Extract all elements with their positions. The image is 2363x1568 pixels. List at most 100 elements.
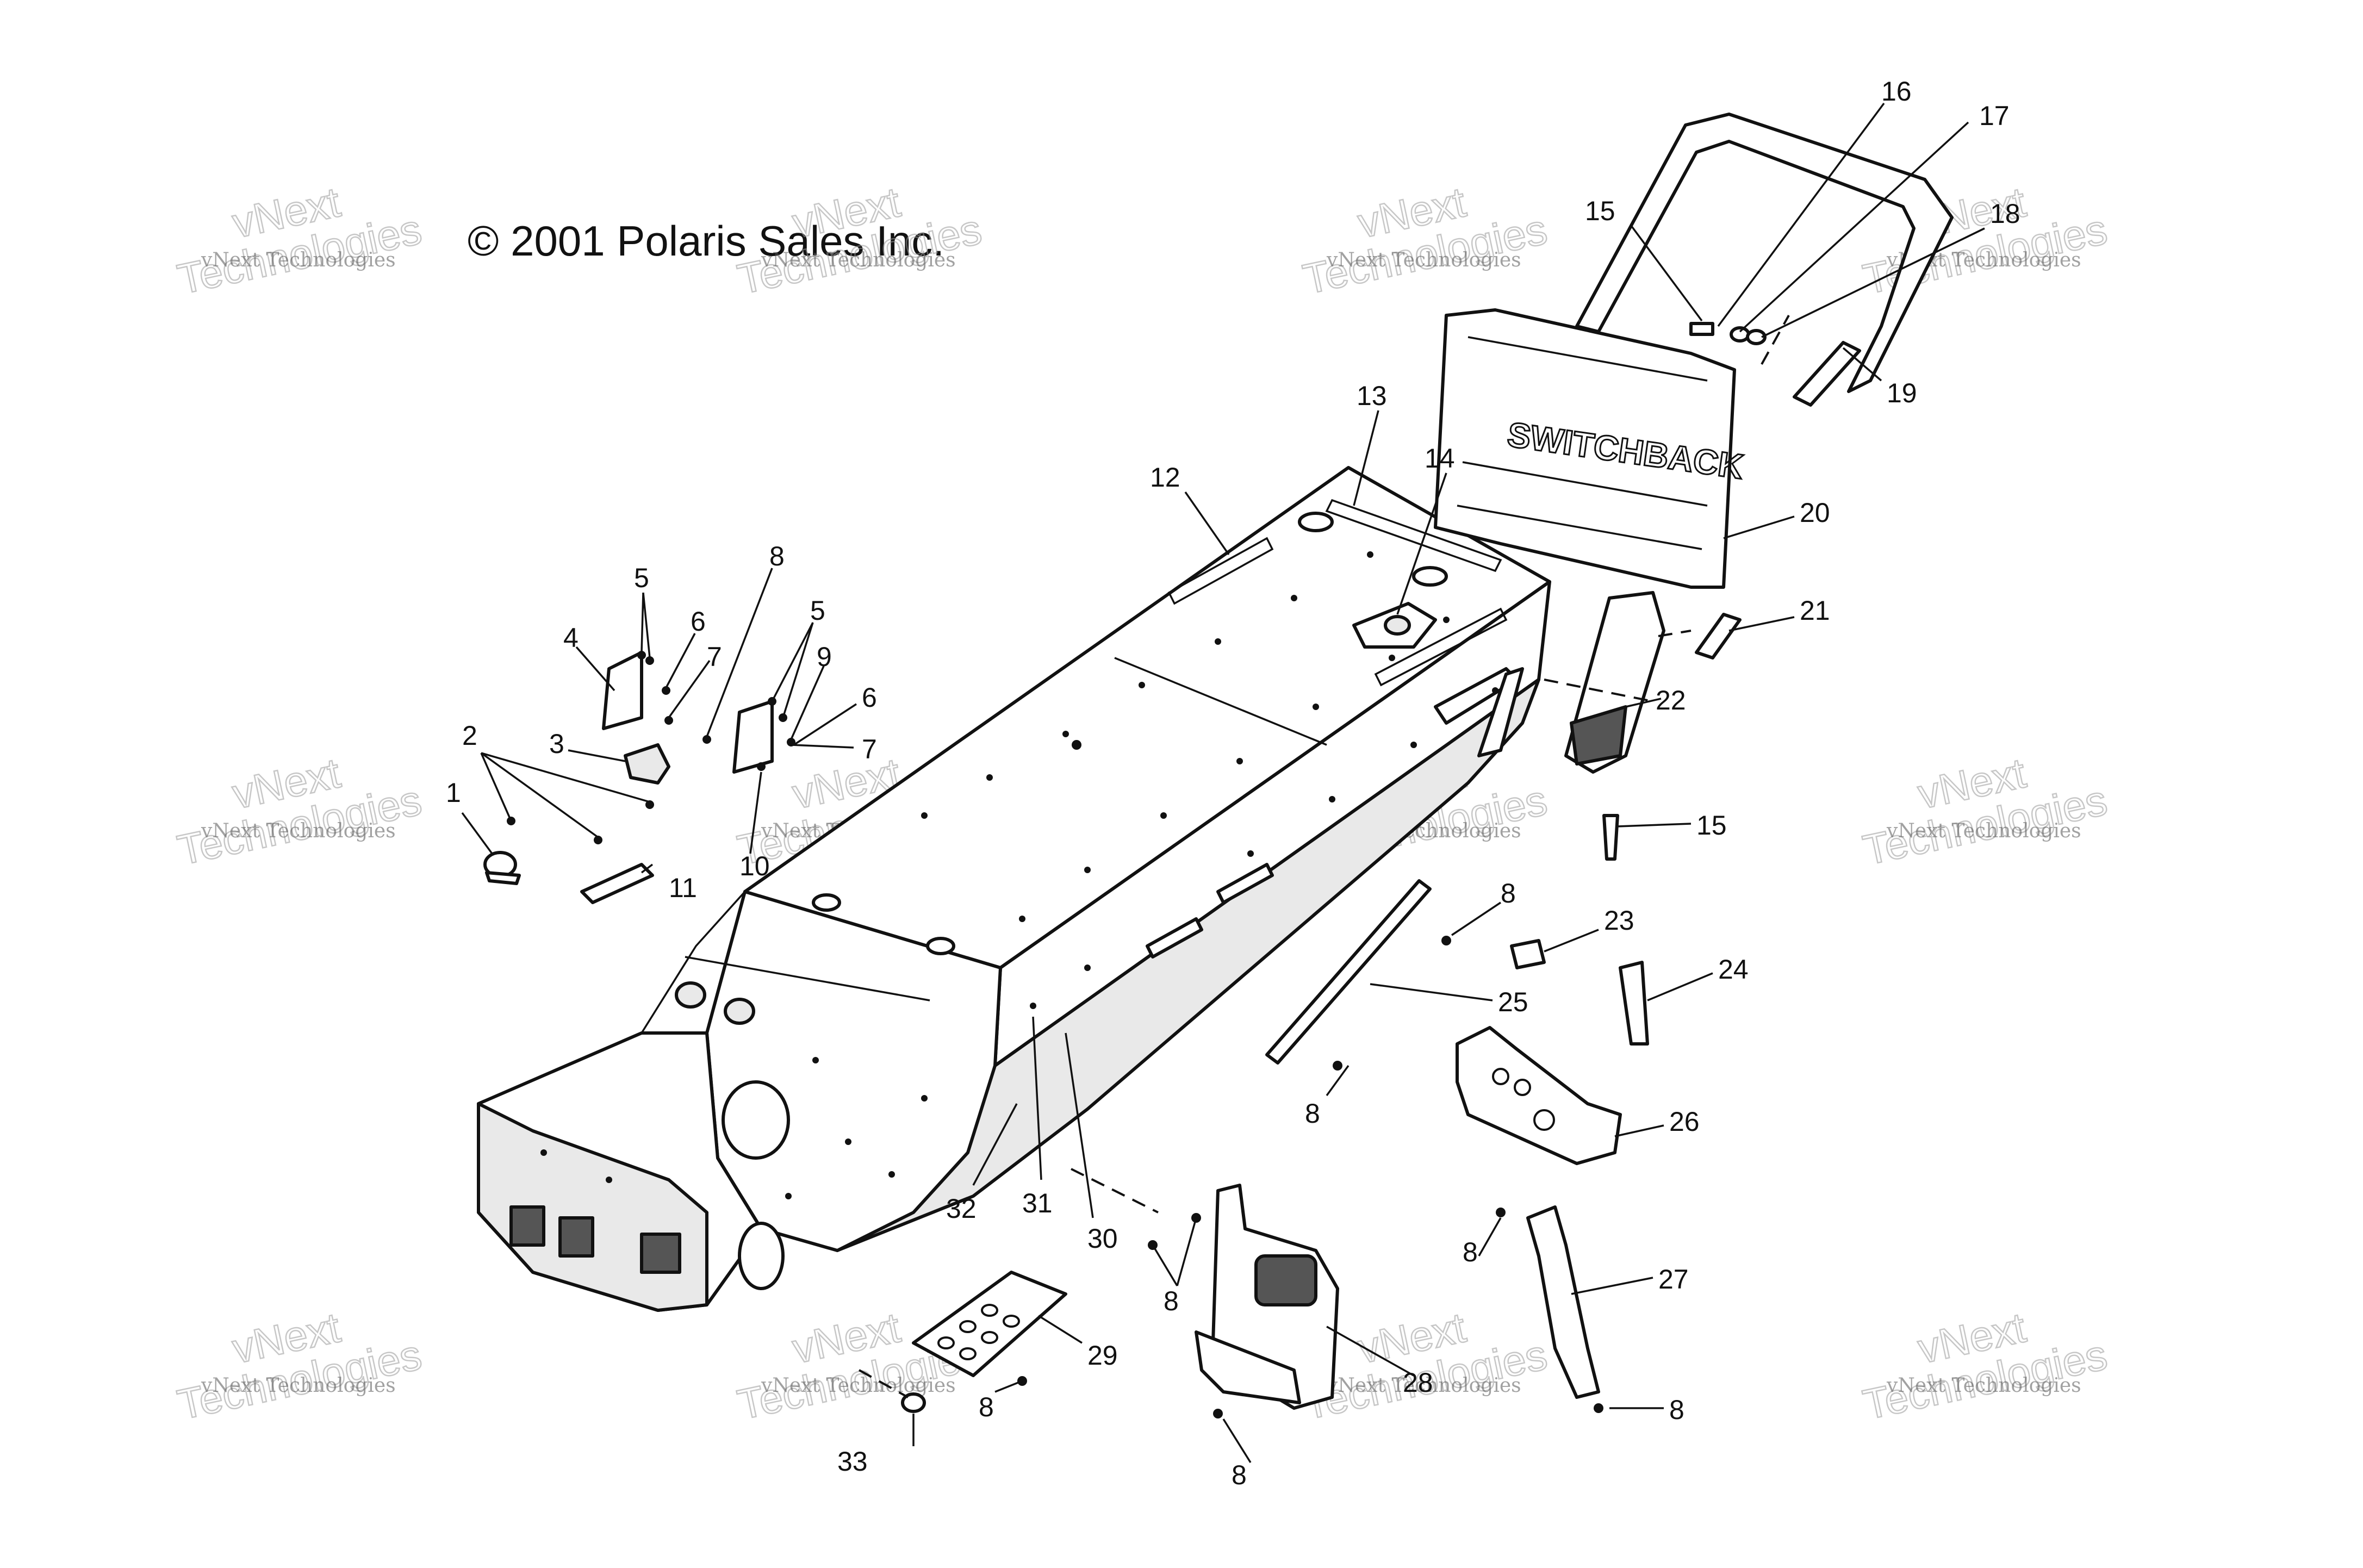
cradle-bar (685, 956, 930, 1001)
callout-1: 1 (446, 777, 461, 808)
callout-8a: 8 (769, 541, 785, 571)
top-hole-2 (1412, 566, 1448, 587)
callout-22: 22 (1656, 685, 1686, 715)
chassis-tunnel (477, 466, 1551, 1312)
bracket-4 (602, 651, 643, 730)
svg-text:vNext Technologies: vNext Technologies (1326, 249, 1521, 271)
svg-text:vNext Technologies: vNext Technologies (761, 249, 956, 271)
cradle-opening (722, 1080, 790, 1160)
rear-bumper-assembly: SWITCHBACK (1434, 113, 1954, 774)
callout-2: 2 (462, 720, 477, 751)
side-slot-1 (1146, 917, 1203, 959)
plate-28-window (1254, 1254, 1317, 1306)
decal-13-outline (1325, 499, 1502, 573)
callout-8d: 8 (1463, 1237, 1478, 1267)
bolt-15-lower (1602, 814, 1619, 861)
part-33 (901, 1392, 926, 1413)
snowflap-line-2 (1462, 461, 1708, 507)
side-slot-2 (1216, 863, 1274, 904)
callout-19: 19 (1887, 378, 1917, 408)
svg-text:vNext Technologies: vNext Technologies (201, 820, 396, 842)
callout-8h: 8 (1669, 1395, 1684, 1425)
callout-9: 9 (817, 642, 832, 672)
callout-10: 10 (739, 851, 770, 881)
watermark-12: vNext Technologies vNext Technologies (1858, 1303, 2112, 1429)
decal-lower-outline (1374, 607, 1508, 687)
front-cradle-edge (641, 891, 746, 1034)
callout-8c: 8 (1305, 1098, 1320, 1129)
svg-text:vNext Technologies: vNext Technologies (1886, 1374, 2081, 1397)
callout-15b: 15 (1696, 810, 1727, 841)
snowflap-line-1 (1467, 336, 1708, 382)
watermark-9: vNext Technologies vNext Technologies (173, 1303, 426, 1429)
svg-text:vNext Technologies: vNext Technologies (201, 1374, 396, 1397)
callout-6a: 6 (691, 606, 706, 637)
callout-29: 29 (1087, 1340, 1118, 1371)
callout-5b: 5 (810, 595, 825, 626)
rivets (540, 551, 1498, 1199)
part21-dash (1658, 630, 1692, 637)
callout-30: 30 (1087, 1223, 1118, 1254)
washer-17 (1730, 326, 1750, 343)
part33-dash (859, 1369, 909, 1398)
top-hole-1 (1298, 512, 1334, 532)
callout-16: 16 (1881, 76, 1912, 107)
step-22-pad (1570, 705, 1627, 766)
rear-rail (1477, 667, 1524, 757)
bumper-dash (1761, 315, 1790, 365)
callout-33: 33 (837, 1446, 868, 1477)
callout-23: 23 (1604, 905, 1634, 936)
bolt-15 (1689, 322, 1714, 336)
svg-text:vNext Technologies: vNext Technologies (1886, 820, 2081, 842)
tunnel-side-lower (836, 678, 1540, 1252)
bolt-dash (1071, 1168, 1159, 1214)
top-hole-4 (926, 937, 955, 955)
bolt-24 (1619, 961, 1649, 1046)
bumper-slot-1 (509, 1205, 545, 1247)
rear-bumper (1575, 113, 1954, 393)
watermark-2: vNext Technologies vNext Technologies (733, 177, 986, 304)
watermark-5: vNext Technologies vNext Technologies (173, 748, 426, 875)
rail-strip-25 (1265, 879, 1432, 1065)
bumper-end-19 (1793, 341, 1861, 407)
callout-8b: 8 (1501, 878, 1516, 909)
callout-17: 17 (1979, 101, 2010, 131)
callout-numbers: 1 2 3 4 5 5 6 6 7 7 8 8 8 8 8 8 8 8 9 10… (446, 76, 2020, 1490)
callout-5a: 5 (634, 563, 649, 593)
hitch-knob (1384, 615, 1411, 636)
plate-28-lower (1195, 1330, 1301, 1404)
guard-26 (1456, 1026, 1622, 1165)
watermark-8: vNext Technologies vNext Technologies (1858, 748, 2112, 875)
strip-27 (1526, 1205, 1600, 1399)
mount-3 (624, 743, 670, 785)
step-dash (1544, 679, 1653, 702)
callout-13: 13 (1357, 381, 1387, 411)
copyright-text: © 2001 Polaris Sales Inc. (468, 217, 944, 265)
callout-15a: 15 (1585, 196, 1615, 226)
watermark-1: vNext Technologies vNext Technologies (173, 177, 426, 304)
part-21 (1695, 613, 1742, 659)
callout-27: 27 (1658, 1264, 1689, 1295)
part-23 (1510, 939, 1546, 969)
bumper-opening (738, 1222, 785, 1290)
top-hole-3 (812, 893, 841, 912)
svg-text:vNext Technologies: vNext Technologies (201, 249, 396, 271)
callout-8f: 8 (979, 1392, 994, 1422)
grommet-1 (675, 981, 706, 1009)
callout-14: 14 (1425, 443, 1455, 474)
svg-text:vNext Technologies: vNext Technologies (761, 1374, 956, 1397)
grill-29-holes (937, 1304, 1020, 1360)
callout-26: 26 (1669, 1106, 1700, 1137)
callout-3: 3 (549, 729, 564, 759)
callout-18: 18 (1990, 198, 2020, 229)
callout-32: 32 (946, 1193, 977, 1224)
watermark-3: vNext Technologies vNext Technologies (1298, 177, 1552, 304)
grill-29 (912, 1271, 1067, 1377)
callout-7b: 7 (862, 734, 877, 764)
snowflap-20 (1434, 308, 1736, 589)
callout-12: 12 (1150, 462, 1180, 493)
callout-31: 31 (1022, 1188, 1053, 1218)
leader-lines (461, 102, 1985, 1463)
